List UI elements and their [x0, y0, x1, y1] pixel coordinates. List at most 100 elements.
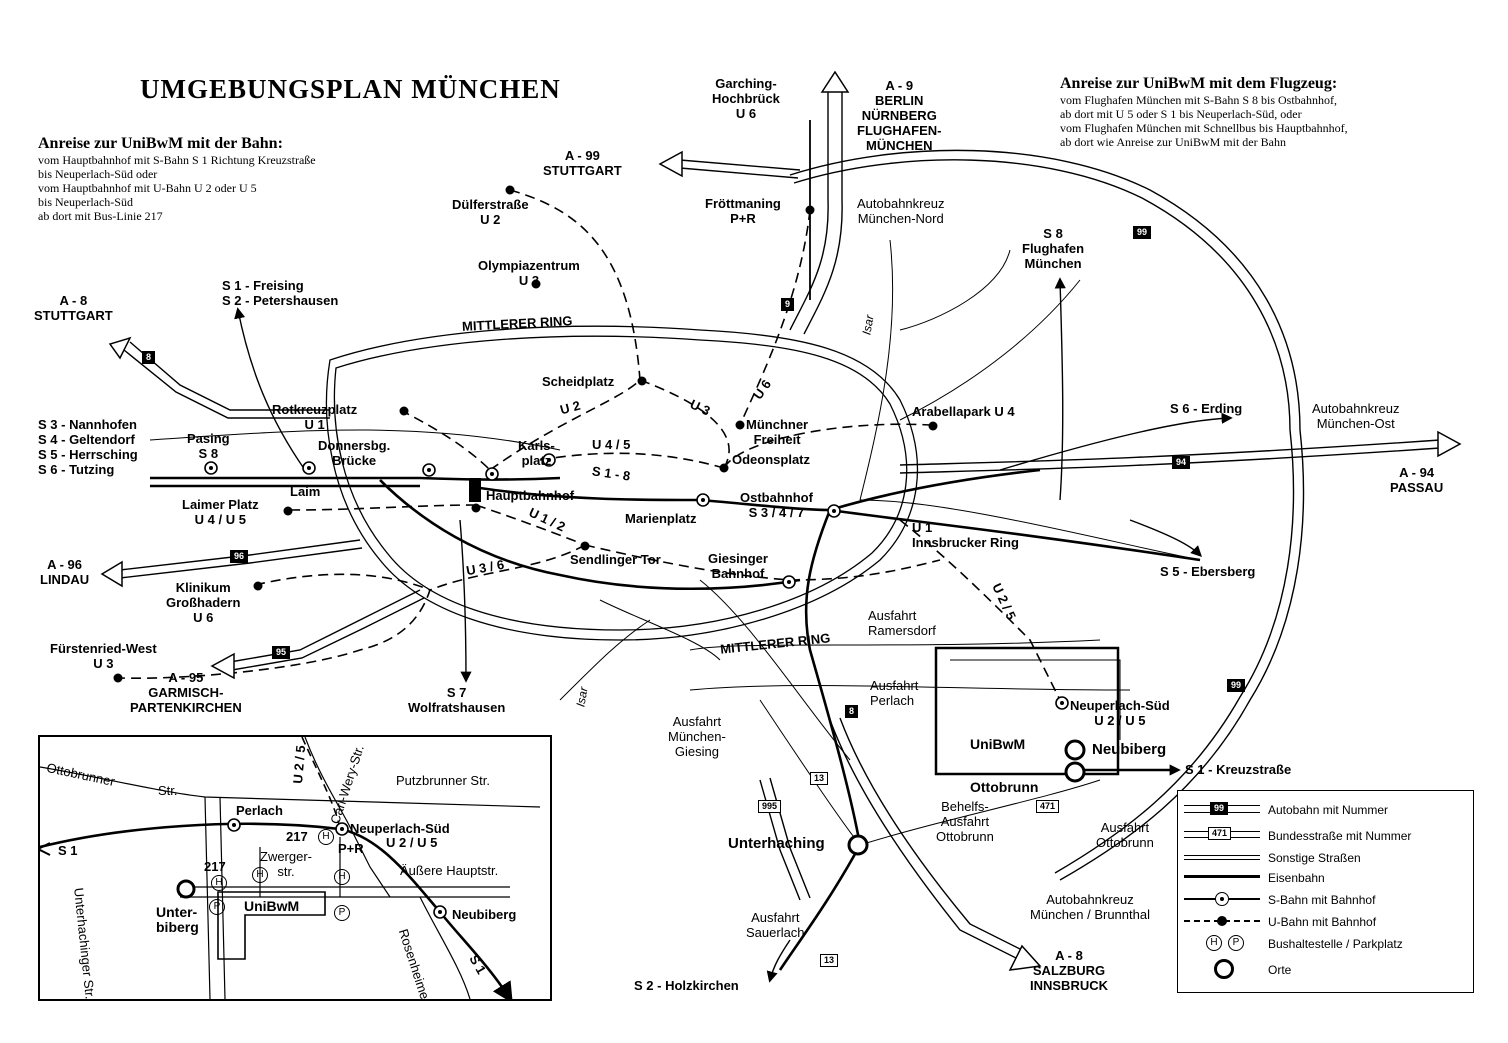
- sbahn-station-icon: [1184, 889, 1260, 911]
- air-info-heading: Anreise zur UniBwM mit dem Flugzeug:: [1060, 75, 1338, 92]
- rail-info-line: bis Neuperlach-Süd oder: [38, 167, 158, 181]
- other-streets: [149, 239, 1201, 846]
- rail-branches: [234, 120, 1233, 983]
- inset-label-unterbiberg: Unter-biberg: [156, 904, 199, 935]
- inset-label-bus217-a: 217: [286, 829, 308, 844]
- label-s1-kreuzstrasse: S 1 - Kreuzstraße: [1185, 762, 1292, 777]
- legend-row-bus-parking: H P Bushaltestelle / Parkplatz: [1178, 933, 1473, 955]
- rail-info: Anreise zur UniBwM mit der Bahn: vom Hau…: [38, 135, 316, 223]
- label-arabellapark: Arabellapark U 4: [912, 404, 1015, 419]
- line-label-u45: U 4 / 5: [592, 437, 631, 452]
- shield-a9: 9: [781, 298, 795, 311]
- shield-a99-southeast: 99: [1227, 679, 1246, 692]
- motorways: [119, 90, 1441, 961]
- label-unterhaching: Unterhaching: [728, 835, 825, 852]
- page-title: UMGEBUNGSPLAN MÜNCHEN: [140, 74, 561, 104]
- legend-row-railway: Eisenbahn: [1178, 867, 1473, 889]
- air-info-line: vom Flughafen München mit Schnellbus bis…: [1060, 121, 1348, 135]
- place-marker-icon: [1184, 959, 1260, 981]
- air-info-line: vom Flughafen München mit S-Bahn S 8 bis…: [1060, 93, 1337, 107]
- label-s6-erding: S 6 - Erding: [1170, 401, 1243, 416]
- shield-b471: 471: [1036, 800, 1060, 813]
- place-neubiberg: [1064, 739, 1086, 761]
- shield-a94: 94: [1172, 456, 1191, 469]
- shield-a99-north: 99: [1133, 226, 1152, 239]
- railway-symbol-icon: [1184, 867, 1260, 889]
- rail-info-line: bis Neuperlach-Süd: [38, 195, 133, 209]
- place-ottobrunn: [1064, 761, 1086, 783]
- label-neubiberg: Neubiberg: [1092, 741, 1167, 758]
- legend-row-ubahn: U-Bahn mit Bahnhof: [1178, 911, 1473, 933]
- label-ottobrunn: Ottobrunn: [970, 779, 1039, 795]
- railway: [150, 468, 1201, 971]
- unibwm-area-frame: [934, 646, 1120, 776]
- inset-label-neubiberg: Neubiberg: [452, 907, 517, 922]
- inset-label-neuperlach-sued: Neuperlach-Süd: [350, 821, 450, 836]
- rail-info-line: vom Hauptbahnhof mit S-Bahn S 1 Richtung…: [38, 153, 316, 167]
- rail-info-line: ab dort mit Bus-Linie 217: [38, 209, 163, 223]
- mittlerer-ring: [325, 325, 918, 641]
- sbahn-stations: [204, 453, 1069, 710]
- label-s5-ebersberg: S 5 - Ebersberg: [1160, 564, 1256, 579]
- bus-stop-icon: H: [211, 875, 227, 891]
- shield-b13-b: 13: [820, 954, 839, 967]
- rail-info-heading: Anreise zur UniBwM mit der Bahn:: [38, 135, 283, 152]
- inset-label-zwerger: Zwerger-str.: [260, 849, 313, 879]
- inset-label-bus217-b: 217: [204, 859, 226, 874]
- bus-stop-icon: H: [1206, 935, 1222, 951]
- inset-label-aeussere-hauptstr: Äußere Hauptstr.: [400, 863, 499, 878]
- shield-a8-west: 8: [142, 351, 156, 364]
- shield-b995: 995: [758, 800, 782, 813]
- label-s2-holzkirchen: S 2 - Holzkirchen: [634, 978, 739, 993]
- shield-b13-a: 13: [810, 772, 829, 785]
- legend-row-streets: Sonstige Straßen: [1178, 847, 1473, 869]
- bundesstrasse-symbol-icon: 471: [1184, 825, 1260, 847]
- bus-stop-icon: H: [334, 869, 350, 885]
- label-donnersberger-bruecke: Donnersbg.Brücke: [318, 438, 391, 468]
- air-info-line: ab dort mit U 5 oder S 1 bis Neuperlach-…: [1060, 107, 1302, 121]
- label-scheidplatz: Scheidplatz: [542, 374, 615, 389]
- inset-label-perlach: Perlach: [236, 803, 283, 818]
- legend-row-places: Orte: [1178, 959, 1473, 981]
- label-sendlinger-tor: Sendlinger Tor: [570, 552, 661, 567]
- air-info: Anreise zur UniBwM mit dem Flugzeug: vom…: [1060, 75, 1348, 149]
- shield-a8-south: 8: [845, 705, 859, 718]
- legend-row-sbahn: S-Bahn mit Bahnhof: [1178, 889, 1473, 911]
- bus-stop-icon: H: [318, 829, 334, 845]
- ubahn-lines: [119, 189, 1061, 701]
- ubahn-stations: [113, 185, 938, 683]
- legend-row-autobahn: 99 Autobahn mit Nummer: [1178, 799, 1473, 821]
- inset-label-u2u5: U 2 / U 5: [386, 835, 438, 850]
- parking-icon: P: [334, 905, 350, 921]
- motorway-arrows: [100, 70, 1462, 971]
- air-info-line: ab dort wie Anreise zur UniBwM mit der B…: [1060, 135, 1286, 149]
